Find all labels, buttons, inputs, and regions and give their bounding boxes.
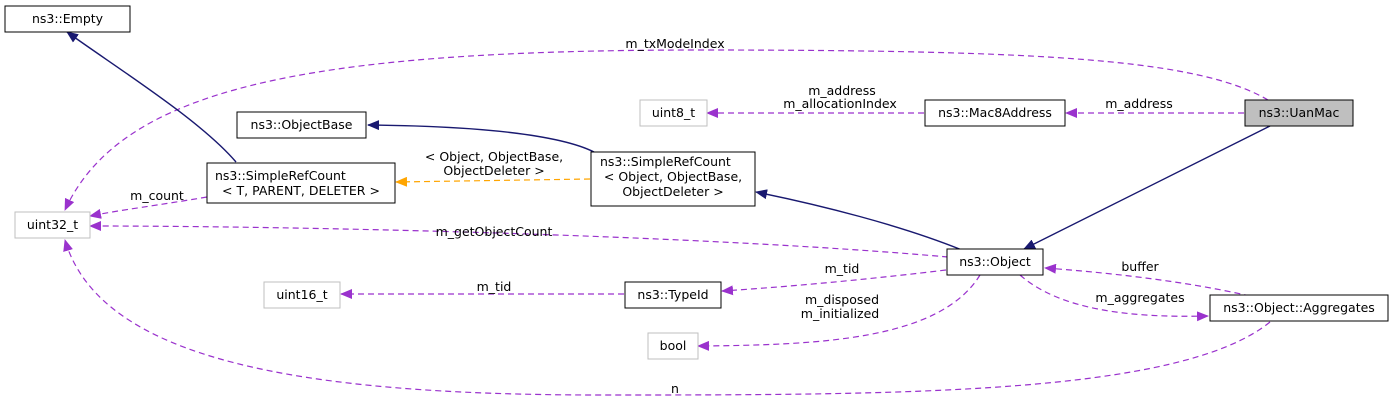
label-tx-mode-index: m_txModeIndex xyxy=(625,36,724,51)
node-uint32-label: uint32_t xyxy=(27,217,78,232)
node-uint16-label: uint16_t xyxy=(276,287,327,302)
label-n: n xyxy=(671,381,679,396)
node-bool[interactable]: bool xyxy=(647,332,699,360)
node-uint16[interactable]: uint16_t xyxy=(263,281,341,309)
node-object[interactable]: ns3::Object xyxy=(946,248,1044,276)
node-empty[interactable]: ns3::Empty xyxy=(4,5,131,33)
node-object-base-label: ns3::ObjectBase xyxy=(251,117,353,132)
label-template-args-1: < Object, ObjectBase, xyxy=(425,149,563,164)
node-aggregates[interactable]: ns3::Object::Aggregates xyxy=(1209,294,1389,322)
label-bool-member-2: m_initialized xyxy=(801,306,879,321)
node-simple-ref-count-object[interactable]: ns3::SimpleRefCount < Object, ObjectBase… xyxy=(590,151,756,207)
edge-get-object-count xyxy=(89,221,949,258)
node-simple-ref-count-generic[interactable]: ns3::SimpleRefCount < T, PARENT, DELETER… xyxy=(206,162,396,204)
label-count: m_count xyxy=(130,188,184,203)
edge-template-instance xyxy=(395,176,591,187)
node-simple-ref-count-object-line1: ns3::SimpleRefCount xyxy=(600,154,731,169)
node-object-label: ns3::Object xyxy=(959,254,1031,269)
node-object-base[interactable]: ns3::ObjectBase xyxy=(236,111,367,139)
node-simple-ref-count-generic-line2: < T, PARENT, DELETER > xyxy=(222,183,380,198)
edge-simplerefcount-objectbase xyxy=(367,120,595,153)
node-mac8-address-label: ns3::Mac8Address xyxy=(938,105,1052,120)
node-uint32[interactable]: uint32_t xyxy=(14,211,91,239)
edges xyxy=(63,31,1271,396)
node-simple-ref-count-generic-line1: ns3::SimpleRefCount xyxy=(215,168,346,183)
node-simple-ref-count-object-line2: < Object, ObjectBase, xyxy=(604,169,742,184)
label-aggregates: m_aggregates xyxy=(1095,290,1184,305)
edge-object-typeid xyxy=(721,269,947,296)
label-tid-object: m_tid xyxy=(825,261,860,276)
label-mac8-member-2: m_allocationIndex xyxy=(783,96,897,111)
label-template-args-2: ObjectDeleter > xyxy=(443,163,544,178)
edge-labels: m_txModeIndex m_address m_allocationInde… xyxy=(130,36,1184,396)
edge-object-bool xyxy=(697,274,981,351)
label-buffer: buffer xyxy=(1121,259,1159,274)
label-uan-address: m_address xyxy=(1105,96,1173,111)
node-bool-label: bool xyxy=(660,338,687,353)
node-empty-label: ns3::Empty xyxy=(32,11,104,26)
node-uan-mac-label: ns3::UanMac xyxy=(1259,105,1340,120)
edge-count xyxy=(89,196,208,219)
node-mac8-address[interactable]: ns3::Mac8Address xyxy=(924,99,1066,127)
edge-uanmac-object xyxy=(1023,125,1271,250)
node-uan-mac[interactable]: ns3::UanMac xyxy=(1244,99,1354,127)
node-uint8-label: uint8_t xyxy=(652,105,695,120)
label-tid-typeid: m_tid xyxy=(477,279,512,294)
node-simple-ref-count-object-line3: ObjectDeleter > xyxy=(622,184,723,199)
edge-simplerefcount-empty xyxy=(66,31,237,163)
edge-aggregates-object xyxy=(1044,263,1251,297)
label-mac8-member-1: m_address xyxy=(808,83,876,98)
node-type-id-label: ns3::TypeId xyxy=(637,287,708,302)
edge-n xyxy=(63,239,1271,396)
label-get-object-count: m_getObjectCount xyxy=(436,224,553,239)
node-type-id[interactable]: ns3::TypeId xyxy=(624,281,722,309)
node-aggregates-label: ns3::Object::Aggregates xyxy=(1223,300,1375,315)
label-bool-member-1: m_disposed xyxy=(805,292,879,307)
node-uint8[interactable]: uint8_t xyxy=(639,99,708,127)
edge-tx-mode-index xyxy=(64,49,1269,211)
edge-object-simplerefcount xyxy=(755,189,963,251)
